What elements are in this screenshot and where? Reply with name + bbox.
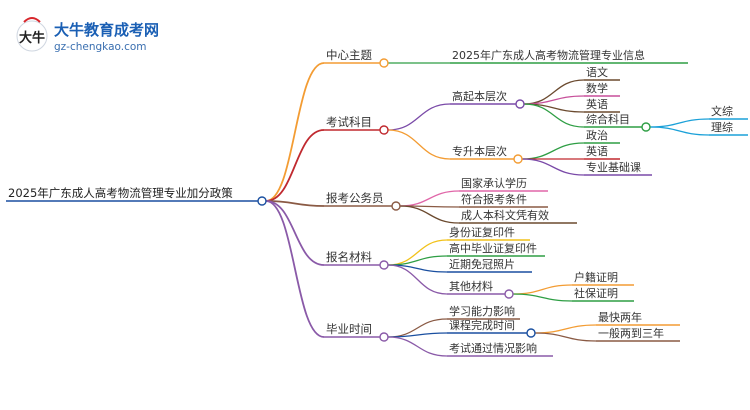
node-collapse-toggle-2[interactable] bbox=[391, 201, 401, 211]
node-label-3-0: 身份证复印件 bbox=[449, 225, 515, 239]
node-collapse-toggle-1-0-3[interactable] bbox=[641, 122, 651, 132]
node-label-1-0-3: 综合科目 bbox=[586, 112, 630, 126]
edge-1-1 bbox=[387, 129, 451, 160]
logo: 大牛 大牛教育成考网 gz-chengkao.com bbox=[16, 17, 159, 53]
edge-1-0 bbox=[387, 103, 451, 131]
node-label-1-1-2: 专业基础课 bbox=[586, 160, 641, 174]
edge-3 bbox=[265, 200, 325, 266]
node-collapse-toggle-1[interactable] bbox=[379, 125, 389, 135]
node-label-4-1-1: 一般两到三年 bbox=[598, 326, 664, 340]
edge-1 bbox=[265, 129, 325, 202]
edge-4-2 bbox=[387, 336, 448, 357]
node-label-3-3-1: 社保证明 bbox=[574, 286, 618, 300]
node-collapse-toggle-3[interactable] bbox=[379, 260, 389, 270]
mindmap-nodes: 2025年广东成人高考物流管理专业加分政策 中心主题 2025年广东成人高考物流管理… bbox=[6, 48, 748, 357]
node-label-2-2: 成人本科文凭有效 bbox=[461, 208, 549, 222]
logo-mark-text: 大牛 bbox=[19, 30, 45, 46]
node-label-2-1: 符合报考条件 bbox=[461, 192, 527, 206]
edge-0 bbox=[265, 62, 325, 202]
node-label-3-1: 高中毕业证复印件 bbox=[449, 241, 537, 255]
node-collapse-toggle-3-3[interactable] bbox=[504, 289, 514, 299]
node-label-1: 考试科目 bbox=[326, 115, 372, 129]
edge-3-3-0 bbox=[512, 284, 573, 295]
edge-3-3-1 bbox=[512, 293, 573, 302]
edge-2 bbox=[265, 200, 325, 207]
node-label-1-0-0: 语文 bbox=[586, 65, 608, 79]
edge-4-1-1 bbox=[534, 332, 597, 342]
edge-4-1 bbox=[387, 332, 448, 338]
node-collapse-toggle-0[interactable] bbox=[379, 58, 389, 68]
edge-2-2 bbox=[399, 205, 460, 224]
node-label-3-3-0: 户籍证明 bbox=[574, 270, 618, 284]
edge-1-0-3 bbox=[523, 103, 585, 128]
node-label-4-2: 考试通过情况影响 bbox=[449, 342, 537, 355]
logo-url: gz-chengkao.com bbox=[54, 41, 147, 53]
node-label-3: 报名材料 bbox=[326, 250, 372, 264]
node-label-4: 毕业时间 bbox=[326, 322, 372, 336]
node-label-2: 报考公务员 bbox=[326, 191, 384, 205]
node-collapse-toggle-4-1[interactable] bbox=[526, 328, 536, 338]
node-collapse-toggle-1-0[interactable] bbox=[515, 99, 525, 109]
mindmap-edges bbox=[265, 62, 710, 357]
node-label-1-0: 高起本层次 bbox=[452, 89, 507, 103]
edge-1-1-2 bbox=[521, 158, 585, 176]
edge-1-1-0 bbox=[521, 142, 585, 160]
node-label-1-0-2: 英语 bbox=[586, 97, 608, 111]
edge-4-0 bbox=[387, 318, 448, 338]
node-label-4-0: 学习能力影响 bbox=[449, 304, 515, 318]
node-label-4-1-0: 最快两年 bbox=[598, 310, 642, 324]
node-label-1-0-3-1: 理综 bbox=[711, 120, 733, 134]
node-collapse-toggle-1-1[interactable] bbox=[513, 154, 523, 164]
node-label-3-2: 近期免冠照片 bbox=[449, 257, 515, 271]
node-label-4-1: 课程完成时间 bbox=[449, 318, 515, 332]
node-label-0-0: 2025年广东成人高考物流管理专业信息 bbox=[452, 48, 645, 62]
node-label-1-1-0: 政治 bbox=[586, 128, 608, 142]
edge-2-0 bbox=[399, 190, 460, 207]
node-label-1-1-1: 英语 bbox=[586, 144, 608, 158]
edge-3-3 bbox=[387, 264, 448, 295]
edge-1-0-3-1 bbox=[649, 126, 710, 136]
edge-4-1-0 bbox=[534, 324, 597, 334]
node-label-1-1: 专升本层次 bbox=[452, 144, 507, 158]
node-label-3-3: 其他材料 bbox=[449, 279, 493, 293]
edge-3-0 bbox=[387, 239, 448, 266]
node-label-root: 2025年广东成人高考物流管理专业加分政策 bbox=[8, 186, 233, 200]
logo-title: 大牛教育成考网 bbox=[54, 21, 159, 39]
node-collapse-toggle-root[interactable] bbox=[257, 196, 267, 206]
node-label-0: 中心主题 bbox=[326, 48, 372, 62]
node-label-1-0-3-0: 文综 bbox=[711, 104, 733, 118]
node-label-1-0-1: 数学 bbox=[586, 81, 608, 95]
node-collapse-toggle-4[interactable] bbox=[379, 332, 389, 342]
node-label-2-0: 国家承认学历 bbox=[461, 176, 527, 190]
logo-mark-icon: 大牛 bbox=[16, 17, 48, 52]
edge-1-0-3-0 bbox=[649, 118, 710, 128]
edge-4 bbox=[265, 200, 325, 338]
